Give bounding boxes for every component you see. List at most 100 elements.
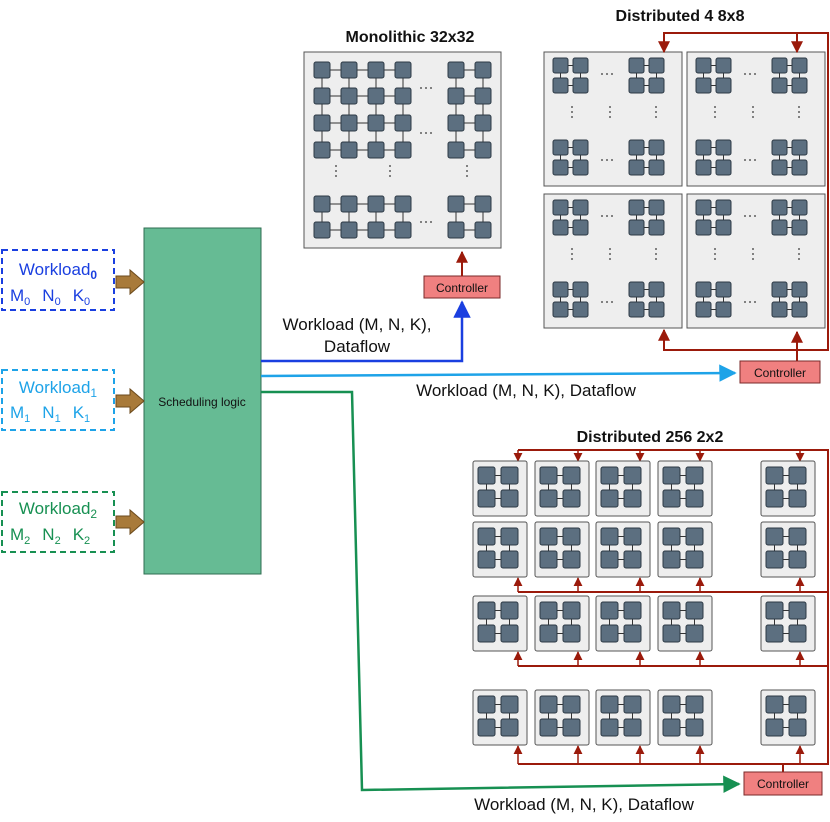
ellipsis-dot [609,111,611,113]
pe-cell [552,57,569,74]
ellipsis [420,221,432,223]
workload-2-title: Workload2 [19,499,98,521]
pe-cell [600,550,619,569]
pe-cell [685,601,704,620]
pe-cell [628,219,645,236]
pe-cell [685,489,704,508]
pe-cell [662,550,681,569]
pe-cell [572,139,589,156]
pe-cell [695,301,712,318]
pe-cell [788,695,807,714]
ellipsis [714,106,716,118]
pe-cell [628,159,645,176]
pe-cell [394,87,412,105]
ellipsis-dot [389,175,391,177]
pe-cell [500,624,519,643]
pe-cell [685,550,704,569]
ellipsis [389,165,391,177]
ellipsis-dot [571,253,573,255]
pe-cell [791,199,808,216]
ellipsis [601,301,613,303]
pe-cell [600,527,619,546]
pe-cell [771,139,788,156]
pe-cell [539,718,558,737]
ellipsis [655,106,657,118]
edge-to-distributed256 [261,390,741,793]
ellipsis-dot [749,73,751,75]
ellipsis [744,215,756,217]
pe-cell [572,77,589,94]
pe-quad [628,199,665,236]
pe-cell [539,489,558,508]
pe-cell [340,221,358,239]
monolithic-pe-grid [313,61,492,239]
pe-cell [313,61,331,79]
pe-cell [715,219,732,236]
pe-cell [685,624,704,643]
pe-cell [313,114,331,132]
ellipsis-dot [798,248,800,250]
pe-cell [552,301,569,318]
pe-cell [715,139,732,156]
pe-quad [662,601,704,643]
pe-quad [477,527,519,569]
pe-cell [695,199,712,216]
ellipsis-dot [389,170,391,172]
pe-cell [765,489,784,508]
pe-cell [552,219,569,236]
pe-quad [695,139,732,176]
ellipsis-dot [425,132,427,134]
pe-quad [695,199,732,236]
pe-quad [600,466,642,508]
pe-cell [765,718,784,737]
pe-quad [600,601,642,643]
pe-cell [771,57,788,74]
pe-cell [477,718,496,737]
ellipsis-dot [655,111,657,113]
ellipsis [420,132,432,134]
pe-cell [715,159,732,176]
pe-quad [771,57,808,94]
pe-cell [791,281,808,298]
pe-cell [765,695,784,714]
pe-cell [685,466,704,485]
pe-cell [572,57,589,74]
ellipsis-dot [430,132,432,134]
pe-cell [788,601,807,620]
distributed256-title: Distributed 256 2x2 [577,429,724,446]
pe-cell [572,199,589,216]
pe-quad [771,139,808,176]
bus-line [518,449,829,765]
pe-quad [600,695,642,737]
ellipsis-dot [744,215,746,217]
ellipsis-dot [571,116,573,118]
ellipsis-dot [714,258,716,260]
pe-cell [648,57,665,74]
pe-cell [771,281,788,298]
pe-cell [500,466,519,485]
pe-cell [367,221,385,239]
pe-cell [500,489,519,508]
ellipsis [571,106,573,118]
pe-cell [539,695,558,714]
pe-cell [791,219,808,236]
pe-cell [474,61,492,79]
ellipsis-dot [430,221,432,223]
pe-cell [367,87,385,105]
pe-quad [628,281,665,318]
distributed256-controller-label: Controller [757,777,809,791]
pe-cell [791,159,808,176]
ellipsis-dot [611,73,613,75]
pe-cell [539,527,558,546]
pe-quad [552,57,589,94]
pe-cell [394,141,412,159]
ellipsis-dot [466,165,468,167]
ellipsis-dot [798,116,800,118]
ellipsis [335,165,337,177]
workload-1-title: Workload1 [19,378,98,400]
pe-cell [539,624,558,643]
pe-cell [313,195,331,213]
distributed4-controller [739,360,821,384]
ellipsis [798,248,800,260]
ellipsis [571,248,573,260]
